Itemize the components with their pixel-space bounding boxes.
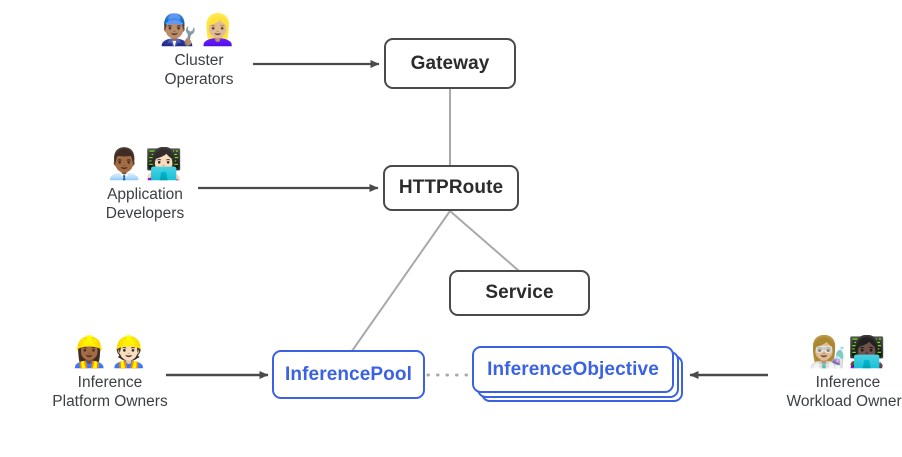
inference-workload-owners-caption: Inference Workload Owners [786, 374, 902, 410]
node-inferencepool[interactable]: InferencePool [272, 350, 425, 399]
node-inferenceobjective[interactable]: InferenceObjective [472, 346, 674, 393]
node-gateway-label: Gateway [410, 52, 490, 74]
cluster-operators-caption: Cluster Operators [164, 52, 234, 88]
cluster-operators-emoji: 👨🏽‍🔧👱🏼‍♀️ [159, 14, 239, 47]
inference-platform-owners-caption: Inference Platform Owners [52, 374, 168, 410]
application-developers-caption: Application Developers [105, 186, 185, 222]
actor-inference-workload-owners: 👩🏼‍🔬👩🏿‍💻 Inference Workload Owners [766, 336, 902, 411]
node-inferencepool-label: InferencePool [285, 363, 412, 385]
actor-cluster-operators: 👨🏽‍🔧👱🏼‍♀️ Cluster Operators [140, 14, 258, 89]
node-httproute-label: HTTPRoute [398, 177, 504, 199]
node-service[interactable]: Service [449, 270, 590, 316]
actor-arrows [166, 60, 768, 379]
node-httproute[interactable]: HTTPRoute [383, 165, 519, 211]
actor-application-developers: 👨🏾‍💼👩🏻‍💻 Application Developers [81, 148, 209, 223]
actor-inference-platform-owners: 👷🏾‍♀️👷🏻 Inference Platform Owners [32, 336, 188, 411]
structural-connectors [351, 89, 520, 377]
node-inferenceobjective-label: InferenceObjective [487, 358, 659, 380]
edge-httproute-to-inferencepool [351, 210, 451, 352]
inference-platform-owners-emoji: 👷🏾‍♀️👷🏻 [70, 336, 150, 369]
node-gateway[interactable]: Gateway [384, 38, 516, 89]
node-inferenceobjective-stack[interactable]: InferenceObjective [472, 346, 692, 406]
inference-workload-owners-emoji: 👩🏼‍🔬👩🏿‍💻 [808, 336, 888, 369]
application-developers-emoji: 👨🏾‍💼👩🏻‍💻 [105, 148, 185, 181]
edge-httproute-to-service [449, 210, 520, 272]
node-service-label: Service [485, 282, 554, 304]
